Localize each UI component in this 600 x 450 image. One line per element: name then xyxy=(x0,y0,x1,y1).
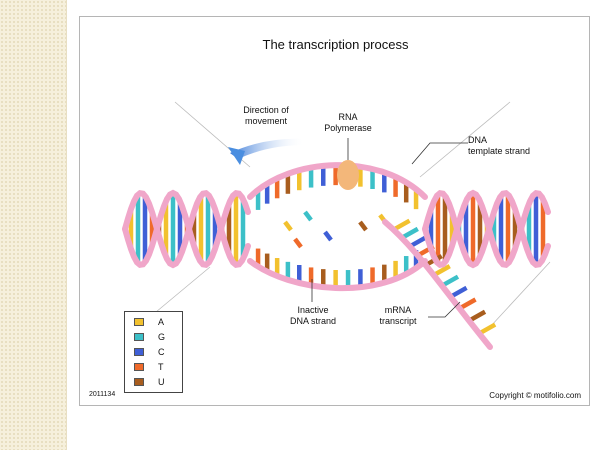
legend-swatch-c xyxy=(134,347,144,356)
legend-label-a: A xyxy=(158,316,165,327)
base-pair-rung xyxy=(432,264,451,278)
legend-item-g: G xyxy=(134,331,165,342)
rna-polymerase-blob xyxy=(337,160,359,190)
legend-swatch-a xyxy=(134,317,144,326)
legend-swatch-t xyxy=(134,362,144,371)
copyright-notice: Copyright © motifolio.com xyxy=(489,391,581,400)
diagram-frame: The transcription process xyxy=(79,16,590,406)
base-pair-rung xyxy=(303,210,313,222)
mrna-transcript-strand xyxy=(382,219,493,350)
diagram-title: The transcription process xyxy=(262,37,409,52)
dna-template-strand xyxy=(247,162,428,200)
label-mrna-transcript: mRNA transcript xyxy=(379,305,417,326)
base-pair-rung xyxy=(293,237,303,249)
label-direction-of-movement: Direction of movement xyxy=(243,105,289,126)
legend-label-g: G xyxy=(158,331,166,342)
decorative-side-band xyxy=(0,0,67,450)
legend-item-a: A xyxy=(134,316,164,327)
legend-label-t: T xyxy=(158,361,164,372)
base-pair-rung xyxy=(283,220,293,232)
base-pair-rung xyxy=(458,297,477,311)
base-pair-rung xyxy=(358,220,368,232)
base-legend: A G C T U xyxy=(124,311,183,393)
legend-item-u: U xyxy=(134,376,165,387)
inactive-dna-strand xyxy=(247,258,428,292)
label-pointers xyxy=(311,138,468,318)
figure-id: 2011134 xyxy=(89,391,116,398)
transcription-diagram xyxy=(122,101,551,350)
base-pair-rung xyxy=(323,230,333,242)
legend-item-t: T xyxy=(134,361,164,372)
label-dna-template-strand: DNA template strand xyxy=(468,135,531,156)
legend-label-u: U xyxy=(158,376,165,387)
legend-swatch-u xyxy=(134,377,144,386)
label-rna-polymerase: RNA Polymerase xyxy=(324,112,372,133)
legend-swatch-g xyxy=(134,332,144,341)
left-helix-strand-b xyxy=(122,190,251,269)
base-pair-rung xyxy=(440,274,460,288)
direction-arrow xyxy=(228,138,305,165)
right-helix-strand-b xyxy=(422,190,551,269)
base-pair-rung xyxy=(449,285,468,299)
legend-label-c: C xyxy=(158,346,165,357)
dna-backbones xyxy=(122,162,551,350)
label-inactive-dna-strand: Inactive DNA strand xyxy=(289,305,337,326)
right-helix-strand-a xyxy=(422,189,551,268)
legend-item-c: C xyxy=(134,346,165,357)
left-helix-strand-a xyxy=(122,189,251,268)
